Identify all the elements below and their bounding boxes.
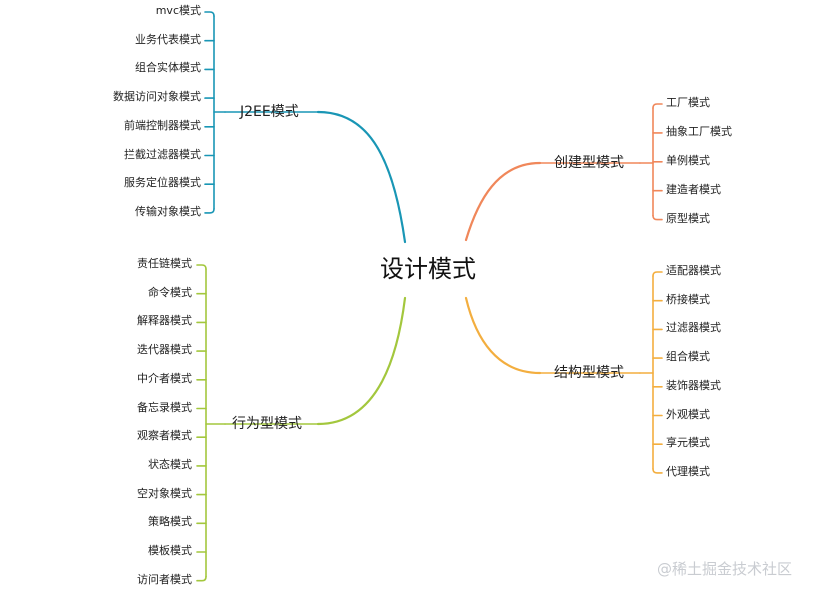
leaf-structural-4[interactable]: 组合模式 bbox=[666, 350, 710, 364]
branch-j2ee[interactable]: J2EE模式 bbox=[240, 104, 299, 120]
connector-structural bbox=[464, 296, 542, 375]
bracket-tick-creational bbox=[652, 103, 663, 109]
bracket-tick-behavioral bbox=[196, 264, 207, 270]
leaf-behavioral-6[interactable]: 备忘录模式 bbox=[137, 400, 192, 414]
bracket-tick-j2ee bbox=[204, 11, 215, 17]
leaf-behavioral-2[interactable]: 命令模式 bbox=[148, 285, 192, 299]
leaf-creational-2[interactable]: 抽象工厂模式 bbox=[666, 124, 732, 138]
leaf-creational-5[interactable]: 原型模式 bbox=[666, 211, 710, 225]
branch-behavioral[interactable]: 行为型模式 bbox=[232, 416, 302, 432]
center-node[interactable]: 设计模式 bbox=[380, 255, 476, 283]
bracket-tick-structural bbox=[652, 271, 663, 277]
leaf-structural-7[interactable]: 享元模式 bbox=[666, 436, 710, 450]
branch-creational[interactable]: 创建型模式 bbox=[554, 155, 624, 171]
leaf-behavioral-1[interactable]: 责任链模式 bbox=[137, 257, 192, 270]
bracket-tick-behavioral bbox=[196, 575, 207, 582]
bracket-tick-structural bbox=[652, 468, 663, 474]
leaf-behavioral-12[interactable]: 访问者模式 bbox=[137, 572, 192, 586]
leaf-j2ee-6[interactable]: 拦截过滤器模式 bbox=[124, 147, 201, 161]
leaf-j2ee-3[interactable]: 组合实体模式 bbox=[135, 61, 201, 75]
leaf-creational-3[interactable]: 单例模式 bbox=[666, 153, 710, 167]
leaf-structural-6[interactable]: 外观模式 bbox=[666, 407, 710, 421]
bracket-tick-j2ee bbox=[204, 208, 215, 214]
leaf-creational-1[interactable]: 工厂模式 bbox=[666, 96, 710, 109]
connector-behavioral bbox=[316, 296, 407, 426]
leaf-j2ee-7[interactable]: 服务定位器模式 bbox=[124, 176, 201, 190]
leaf-j2ee-1[interactable]: mvc模式 bbox=[155, 4, 201, 17]
connector-creational bbox=[464, 161, 542, 242]
watermark: @稀土掘金技术社区 bbox=[657, 560, 793, 578]
leaf-structural-1[interactable]: 适配器模式 bbox=[666, 264, 721, 277]
leaf-behavioral-8[interactable]: 状态模式 bbox=[148, 457, 192, 471]
leaf-structural-5[interactable]: 装饰器模式 bbox=[666, 378, 721, 392]
leaf-j2ee-4[interactable]: 数据访问对象模式 bbox=[113, 90, 201, 104]
leaf-behavioral-4[interactable]: 迭代器模式 bbox=[137, 343, 192, 357]
leaf-behavioral-10[interactable]: 策略模式 bbox=[148, 515, 192, 529]
leaf-j2ee-8[interactable]: 传输对象模式 bbox=[135, 204, 201, 218]
leaf-j2ee-2[interactable]: 业务代表模式 bbox=[135, 32, 201, 46]
leaf-behavioral-9[interactable]: 空对象模式 bbox=[137, 486, 192, 500]
leaf-structural-2[interactable]: 桥接模式 bbox=[666, 292, 710, 306]
leaf-behavioral-5[interactable]: 中介者模式 bbox=[137, 371, 192, 385]
leaf-behavioral-11[interactable]: 模板模式 bbox=[148, 544, 192, 557]
bracket-tick-creational bbox=[652, 214, 663, 221]
leaf-structural-8[interactable]: 代理模式 bbox=[666, 464, 710, 478]
leaf-j2ee-5[interactable]: 前端控制器模式 bbox=[124, 118, 201, 132]
connector-j2ee bbox=[316, 110, 407, 244]
leaf-structural-3[interactable]: 过滤器模式 bbox=[666, 321, 721, 335]
leaf-creational-4[interactable]: 建造者模式 bbox=[666, 182, 721, 196]
leaf-behavioral-3[interactable]: 解释器模式 bbox=[137, 314, 192, 328]
leaf-behavioral-7[interactable]: 观察者模式 bbox=[137, 429, 192, 443]
branch-structural[interactable]: 结构型模式 bbox=[554, 365, 624, 381]
